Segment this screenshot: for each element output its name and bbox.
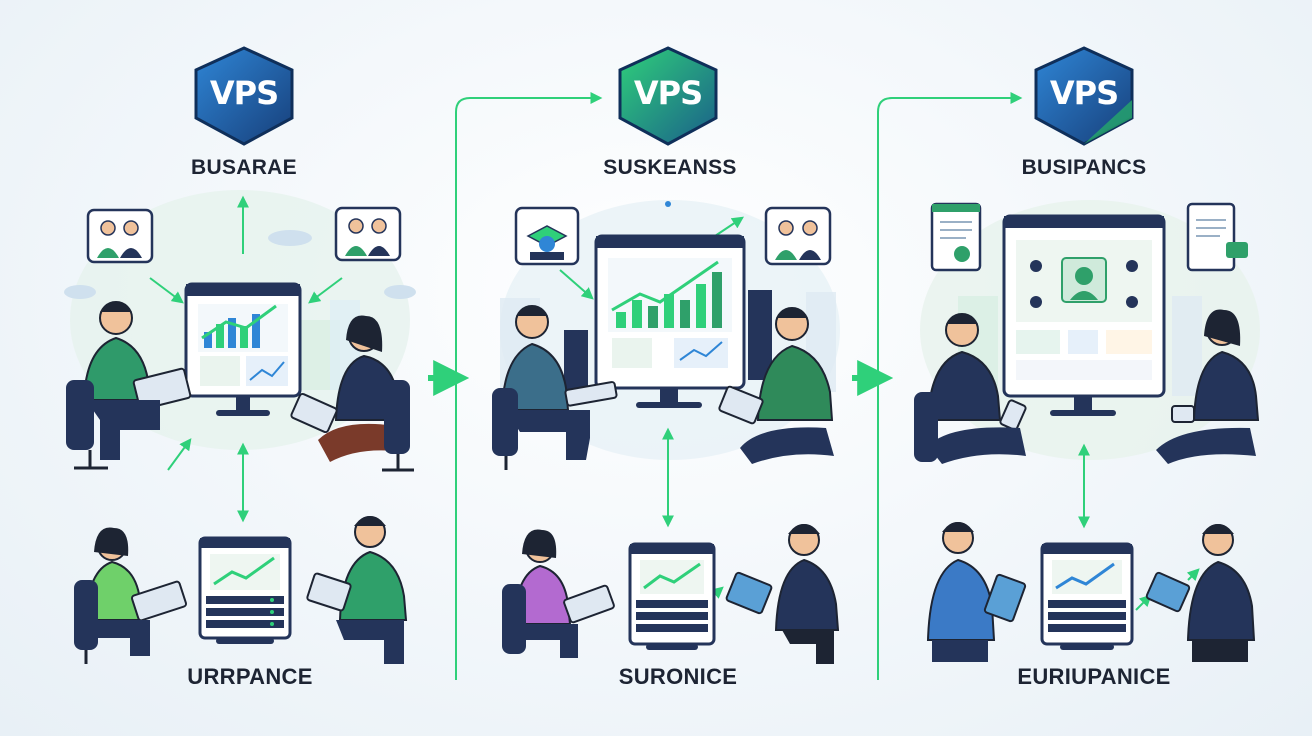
vps-shield-icon — [1034, 46, 1134, 146]
vps-badge-text: VPS — [1049, 74, 1119, 112]
person-colleague — [290, 315, 414, 472]
vps-badge-text: VPS — [209, 74, 279, 112]
person-analyst — [492, 305, 618, 470]
person-analyst — [66, 301, 192, 470]
flow-connector-1-2 — [455, 92, 603, 680]
person-man-tablet — [926, 522, 1027, 662]
person-man-tablet — [306, 516, 408, 664]
column-1-top-label: BUSARAE — [191, 156, 297, 179]
vps-badge-text: VPS — [633, 74, 703, 112]
column-2-top-label: SUSKEANSS — [603, 156, 737, 179]
analytics-monitor — [594, 234, 746, 408]
video-call-icon — [334, 206, 402, 262]
person-man-tablet — [1145, 524, 1256, 662]
column-3-top-label: BUSIPANCS — [1021, 156, 1147, 179]
flow-connector-2-3 — [877, 92, 1023, 680]
vps-shield-icon — [194, 46, 294, 146]
person-woman-tablet — [74, 527, 188, 664]
person-woman-tablet — [502, 529, 615, 658]
column-2-bottom-label: SURONICE — [618, 664, 738, 689]
column-1 — [64, 190, 416, 664]
workstation-monitor — [198, 536, 292, 644]
person-colleague — [1156, 309, 1260, 464]
column-2 — [492, 200, 840, 664]
server-rack — [748, 290, 772, 380]
vps-badge: VPS — [616, 44, 720, 148]
column-1-bottom-label: URRPANCE — [187, 664, 313, 689]
workstation-monitor — [1040, 542, 1134, 650]
video-call-icon — [86, 208, 154, 264]
server-rack — [564, 330, 588, 390]
person-man-tablet — [725, 524, 840, 664]
person-analyst — [914, 313, 1027, 464]
video-call-icon — [764, 206, 832, 266]
vps-badge: VPS — [1032, 44, 1136, 148]
video-call-icon — [514, 206, 580, 266]
vps-badge: VPS — [192, 44, 296, 148]
dashboard-monitor — [1002, 214, 1166, 416]
document-icon — [1186, 202, 1248, 272]
person-colleague — [718, 307, 834, 464]
workstation-monitor — [628, 542, 716, 650]
analytics-monitor — [184, 282, 302, 416]
document-icon — [930, 202, 982, 272]
vps-shield-icon — [618, 46, 718, 146]
column-3 — [914, 200, 1260, 662]
column-3-bottom-label: EURIUPANICE — [1017, 664, 1171, 689]
